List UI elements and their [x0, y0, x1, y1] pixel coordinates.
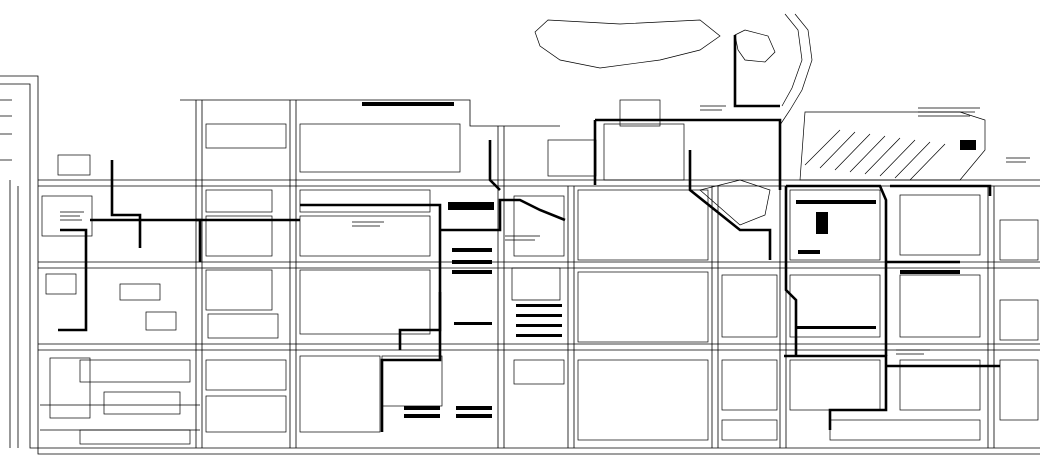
annotation-marks: [60, 105, 1030, 355]
building-outlines: [41, 13, 1039, 445]
utility-line: [58, 35, 1000, 432]
road-network: [0, 75, 1040, 455]
filled-elements: [362, 102, 976, 418]
